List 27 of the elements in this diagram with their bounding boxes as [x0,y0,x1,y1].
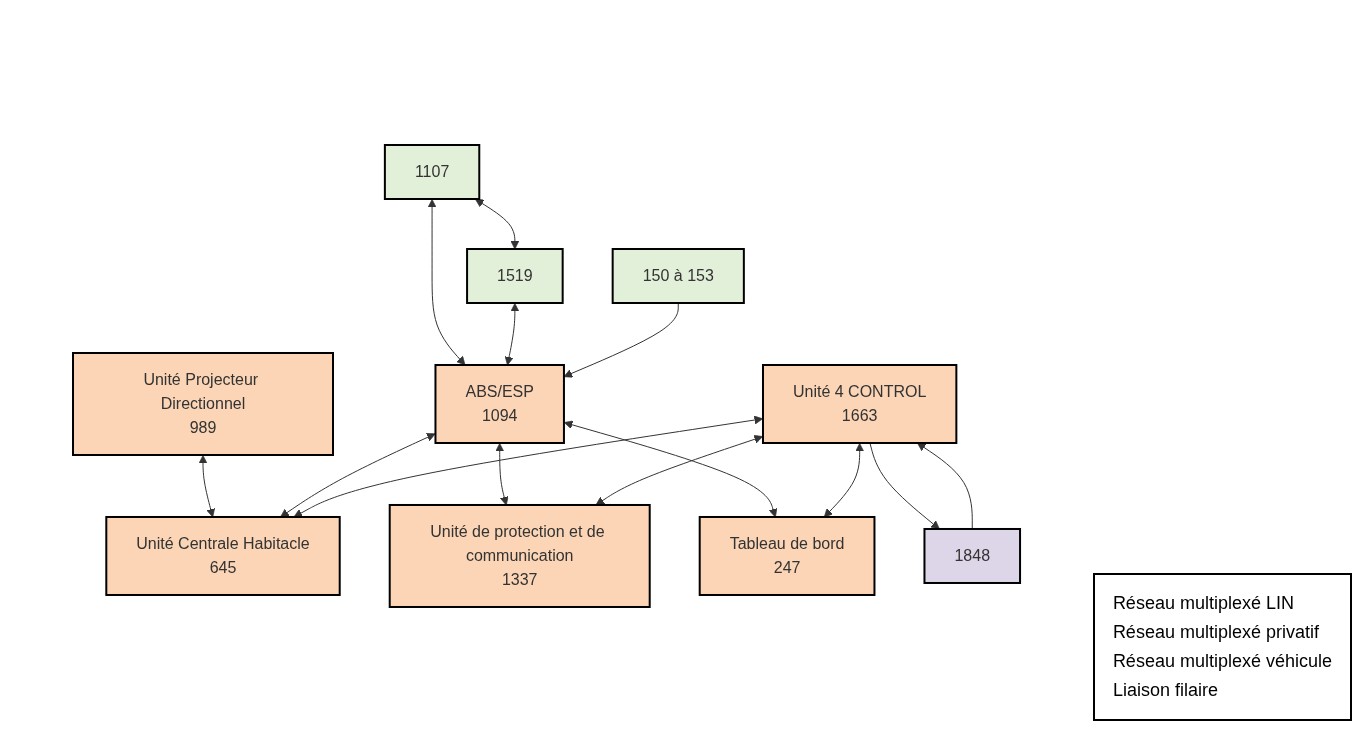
arrow [869,442,940,529]
arrow [595,434,763,505]
arrow [474,198,520,249]
legend-text: Réseau multiplexé privatif [1112,622,1319,643]
node-box: 1107 [383,143,481,200]
node-box: 1848 [923,527,1021,584]
node-box: 150 à 153 [611,247,745,304]
node-box: ABS/ESP 1094 [434,363,565,444]
node-box: 1519 [466,247,564,304]
arrow [916,442,973,529]
arrow [280,432,436,517]
legend-text: Réseau multiplexé véhicule [1112,651,1332,672]
arrow [504,302,520,365]
node-box: Unité 4 CONTROL 1663 [761,363,958,444]
node-box: Unité de protection et de communication 1337 [388,503,651,608]
legend-text: Réseau multiplexé LIN [1112,593,1294,614]
node-box: Unité Projecteur Directionnel 989 [71,351,334,456]
arrow [198,454,215,517]
arrow [563,302,679,378]
arrow [293,415,763,517]
legend-text: Liaison filaire [1112,680,1218,701]
arrow [563,420,778,517]
arrow [427,198,466,365]
arrow [495,442,509,505]
arrow [823,442,864,517]
node-box: Tableau de bord 247 [698,515,876,596]
node-box: Unité Centrale Habitacle 645 [105,515,341,596]
